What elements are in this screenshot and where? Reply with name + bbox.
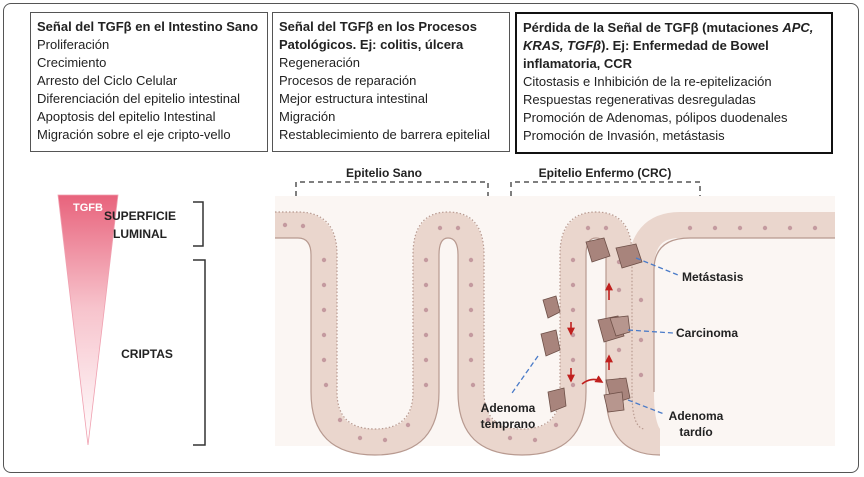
healthy-signal-item: Apoptosis del epitelio Intestinal bbox=[37, 109, 216, 124]
pathologic-signal-title-line1: Señal del TGFβ en los Procesos bbox=[279, 19, 477, 34]
apical-border bbox=[275, 211, 646, 430]
healthy-signal-item: Migración sobre el eje cripto-vello bbox=[37, 127, 231, 142]
crypts-bracket bbox=[193, 259, 206, 446]
signal-loss-title-part: ). Ej: Enfermedad de Bowel bbox=[601, 38, 769, 53]
pathologic-signal-item: Migración bbox=[279, 109, 336, 124]
progression-arrow-curve bbox=[581, 375, 604, 385]
basal-border-right bbox=[653, 237, 835, 392]
healthy-signal-item: Arresto del Ciclo Celular bbox=[37, 73, 178, 88]
pathologic-signal-item: Procesos de reparación bbox=[279, 73, 417, 88]
pathologic-signal-item: Mejor estructura intestinal bbox=[279, 91, 428, 106]
signal-loss-title-part: inflamatoria, CCR bbox=[523, 56, 633, 71]
carcinoma-cells bbox=[597, 315, 631, 343]
tgfb-gradient-triangle bbox=[57, 194, 119, 446]
healthy-signal-item: Proliferación bbox=[37, 37, 110, 52]
healthy-signal-item: Diferenciación del epitelio intestinal bbox=[37, 91, 241, 106]
surface-label-line1: SUPERFICIE bbox=[104, 209, 176, 223]
signal-loss-item: Citostasis e Inhibición de la re-epiteli… bbox=[523, 74, 772, 89]
tgfb-label: TGFB bbox=[73, 202, 103, 214]
signal-loss-item: Promoción de Adenomas, pólipos duodenale… bbox=[523, 110, 788, 125]
metastasis-label: Metástasis bbox=[682, 270, 744, 284]
pathologic-signal-title: Señal del TGFβ en los Procesos Patológic… bbox=[279, 18, 503, 54]
epithelial-nuclei bbox=[282, 222, 818, 443]
signal-loss-title-gene: KRAS, TGFβ bbox=[523, 38, 602, 53]
early-adenoma-label-line1: Adenoma bbox=[481, 401, 536, 415]
signal-loss-box: Pérdida de la Señal de TGFβ (mutaciones … bbox=[515, 12, 833, 154]
healthy-section-label: Epitelio Sano bbox=[346, 166, 422, 180]
healthy-signal-box: Señal del TGFβ en el Intestino Sano Prol… bbox=[30, 12, 268, 152]
late-adenoma-leader bbox=[627, 399, 665, 415]
surface-bracket bbox=[193, 201, 204, 247]
signal-loss-item: Promoción de Invasión, metástasis bbox=[523, 128, 725, 143]
epithelium-path bbox=[275, 211, 661, 456]
late-adenoma-cells bbox=[603, 377, 631, 413]
pathologic-signal-box: Señal del TGFβ en los Procesos Patológic… bbox=[272, 12, 510, 152]
diseased-section-label: Epitelio Enfermo (CRC) bbox=[539, 166, 672, 180]
signal-loss-item: Respuestas regenerativas desreguladas bbox=[523, 92, 756, 107]
healthy-signal-title: Señal del TGFβ en el Intestino Sano bbox=[37, 19, 259, 34]
signal-loss-title-part: Pérdida de la Señal de TGFβ (mutaciones bbox=[523, 20, 783, 35]
diseased-section-bracket bbox=[510, 181, 701, 196]
pathologic-signal-title-line2: Patológicos. Ej: colitis, úlcera bbox=[279, 37, 464, 52]
healthy-signal-item: Crecimiento bbox=[37, 55, 107, 70]
early-adenoma-label-line2: temprano bbox=[481, 417, 536, 431]
pathologic-signal-item: Regeneración bbox=[279, 55, 360, 70]
healthy-section-bracket bbox=[295, 181, 489, 196]
late-adenoma-label-line2: tardío bbox=[679, 425, 712, 439]
early-adenoma-cells bbox=[540, 295, 567, 413]
pathologic-signal-item: Restablecimiento de barrera epitelial bbox=[279, 127, 491, 142]
metastasis-cells bbox=[585, 237, 643, 269]
carcinoma-label: Carcinoma bbox=[676, 326, 738, 340]
crypts-label: CRIPTAS bbox=[121, 347, 173, 361]
late-adenoma-label-line1: Adenoma bbox=[669, 409, 724, 423]
signal-loss-title: Pérdida de la Señal de TGFβ (mutaciones … bbox=[523, 19, 825, 73]
signal-loss-title-gene: APC, bbox=[782, 20, 814, 35]
surface-label-line2: LUMINAL bbox=[113, 227, 167, 241]
epithelium-right-segment bbox=[628, 212, 835, 455]
